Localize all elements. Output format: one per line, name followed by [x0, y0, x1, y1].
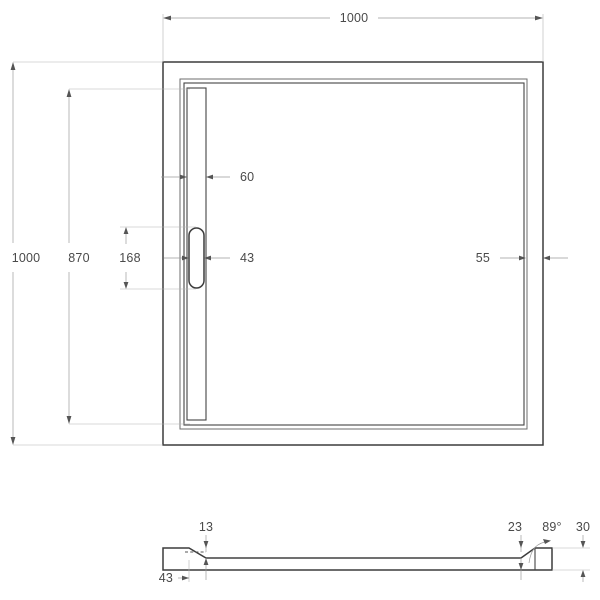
dim-slot-43: 43: [164, 251, 254, 265]
dim-label-slot-43: 43: [240, 251, 254, 265]
tray-inner-rim-inner: [183, 82, 525, 426]
dim-side-angle-89: 89°: [528, 520, 562, 564]
dim-label-side-30: 30: [576, 520, 590, 534]
dim-label-channel-60: 60: [240, 170, 254, 184]
dim-label-slot-168: 168: [119, 251, 140, 265]
drain-slot: [188, 227, 205, 289]
dim-channel-60: 60: [161, 170, 254, 184]
side-profile-outline: [162, 547, 553, 571]
dim-left-height-1000: 1000: [10, 61, 163, 446]
tray-outer-outline: [162, 61, 544, 446]
dim-label-height-1000: 1000: [12, 251, 41, 265]
dim-label-width-1000: 1000: [340, 11, 369, 25]
top-view-group: 1000 1000 870: [10, 11, 568, 446]
dim-rim-55: 55: [476, 251, 568, 265]
dim-label-side-13: 13: [199, 520, 213, 534]
dim-side-13: 13: [199, 520, 213, 580]
dim-left-slot-168: 168: [119, 226, 196, 290]
tray-inner-rim-outer: [179, 78, 528, 430]
dim-label-side-angle-89: 89°: [542, 520, 562, 534]
dim-label-side-23: 23: [508, 520, 522, 534]
dim-side-30: 30: [576, 520, 590, 582]
side-view-group: 13 43 23 89°: [159, 520, 590, 585]
dim-label-rim-55: 55: [476, 251, 490, 265]
dim-label-side-43: 43: [159, 571, 173, 585]
dim-side-43: 43: [159, 560, 190, 585]
dim-side-23: 23: [508, 520, 524, 580]
drain-channel: [186, 87, 207, 421]
dim-top-width-1000: 1000: [162, 11, 544, 62]
dim-left-height-870: 870: [66, 88, 190, 425]
dim-label-height-870: 870: [68, 251, 89, 265]
